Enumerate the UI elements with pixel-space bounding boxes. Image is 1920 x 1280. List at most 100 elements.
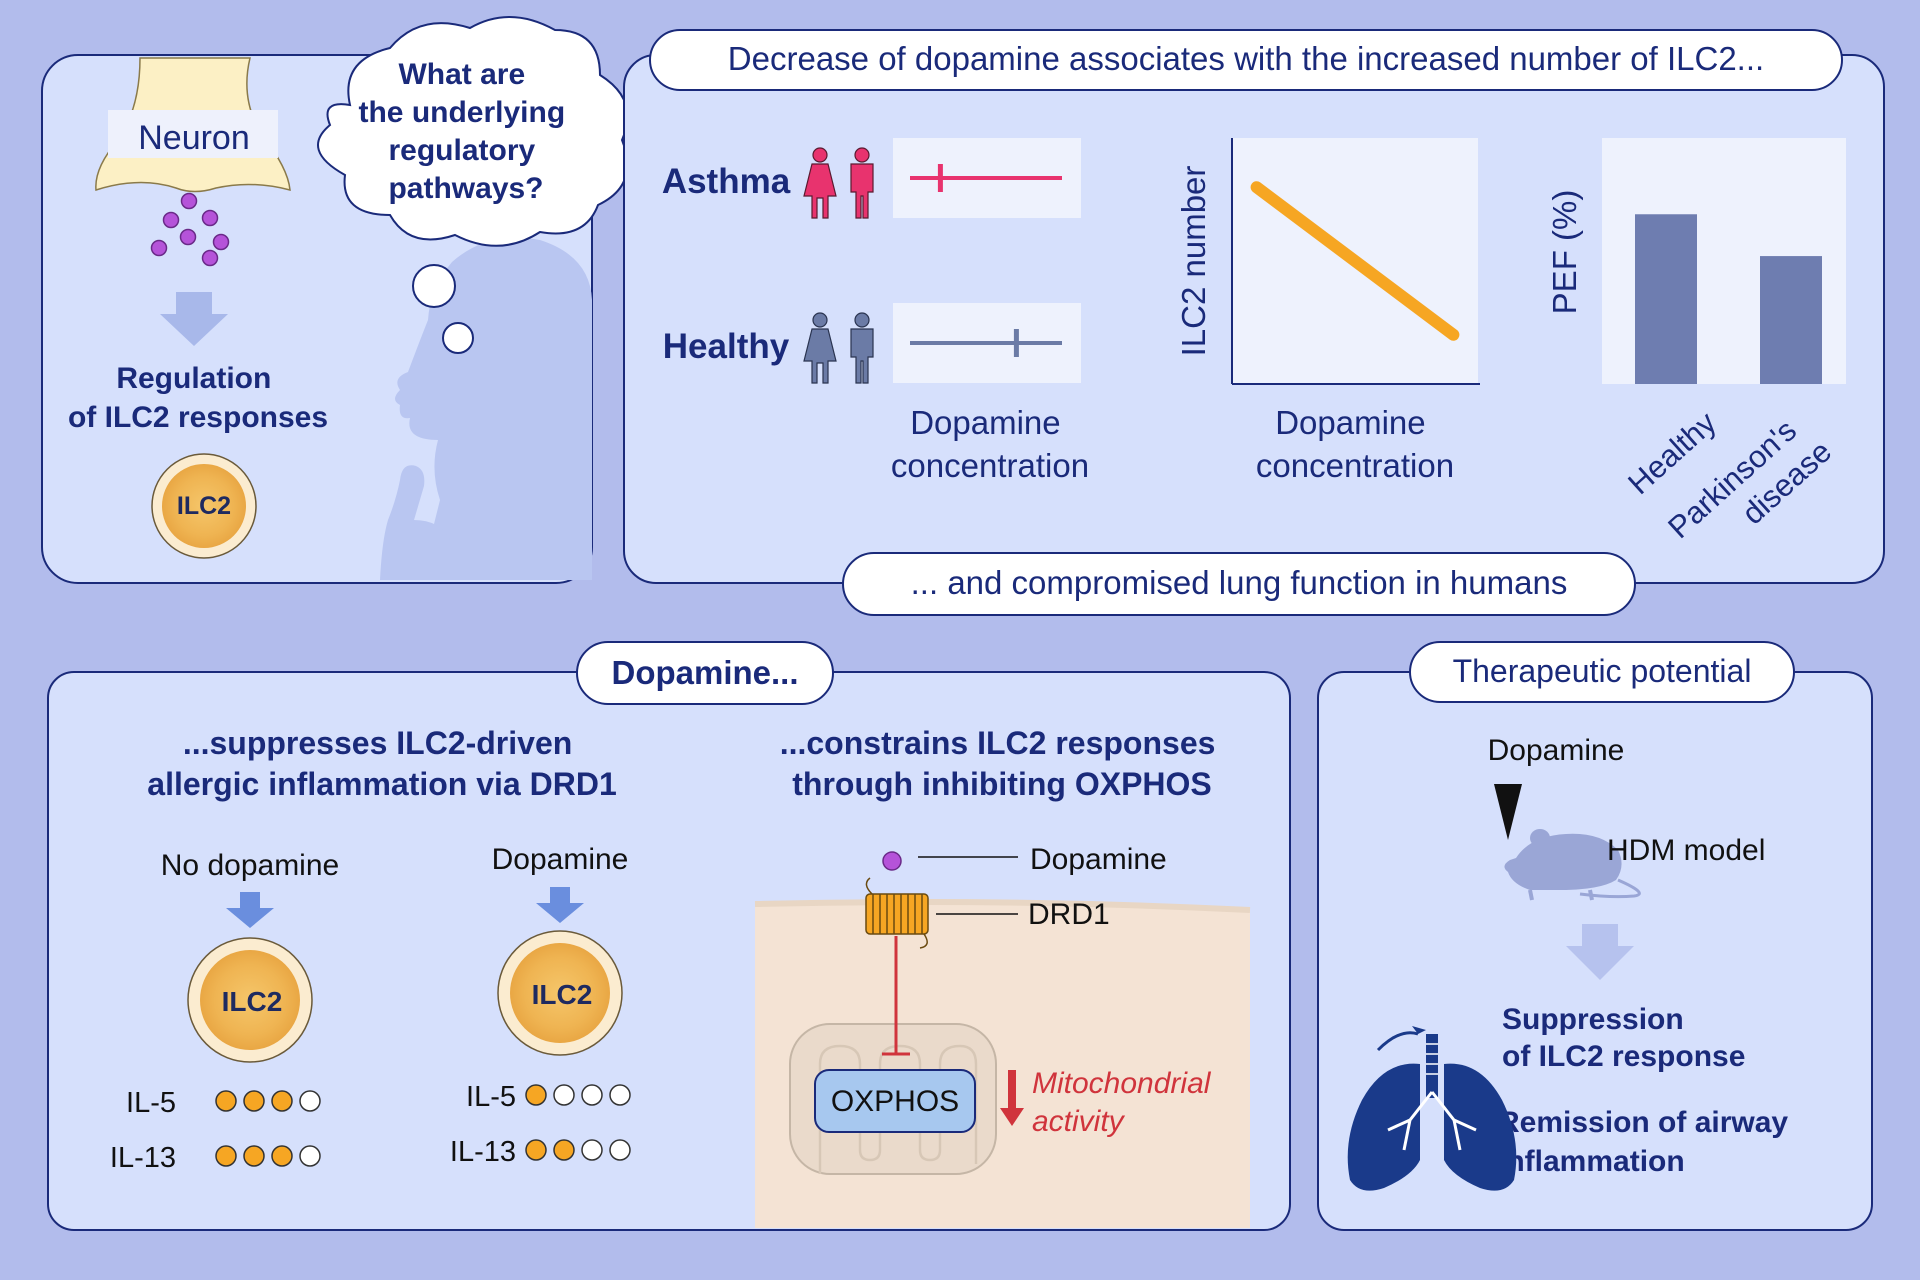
asthma-label: Asthma bbox=[662, 162, 791, 201]
cell-membrane bbox=[754, 899, 1251, 913]
il-dot-filled bbox=[553, 1139, 575, 1161]
regulation-line-1: Regulation bbox=[116, 362, 271, 395]
bottom-footer-pill bbox=[842, 552, 1636, 616]
therapy-dopamine-label: Dopamine bbox=[1488, 734, 1625, 767]
il13-dots-dopamine bbox=[525, 1139, 631, 1161]
il-dot-empty bbox=[581, 1139, 603, 1161]
il5-dots-no-dopamine bbox=[215, 1090, 321, 1112]
no-dopamine-arrow-icon bbox=[226, 892, 274, 928]
therapy-down-arrow-icon bbox=[1566, 924, 1634, 980]
il-dot-empty bbox=[581, 1084, 603, 1106]
top-header-text: Decrease of dopamine associates with the… bbox=[728, 40, 1764, 77]
mito-line-1: Mitochondrial bbox=[1032, 1067, 1212, 1100]
dopamine-header-text: Dopamine... bbox=[611, 654, 798, 691]
female-male-icon-healthy bbox=[803, 312, 874, 384]
question-line-2: the underlying bbox=[358, 96, 565, 129]
remission-text: Remission of airway inflammation bbox=[1498, 1106, 1796, 1178]
oxphos-box bbox=[814, 1069, 976, 1133]
question-line-4: pathways? bbox=[388, 172, 543, 205]
regulation-text: Regulation of ILC2 responses bbox=[68, 362, 328, 434]
forest-xlabel: Dopamine concentration bbox=[891, 404, 1089, 484]
drd1-label: DRD1 bbox=[1028, 898, 1110, 931]
down-arrow-red-icon bbox=[1000, 1070, 1024, 1126]
thought-cloud: What are the underlying regulatory pathw… bbox=[317, 16, 629, 354]
il-dot-filled bbox=[215, 1145, 237, 1167]
top-header-pill bbox=[649, 29, 1843, 91]
female-male-icon-asthma bbox=[803, 147, 874, 219]
il-dot-filled bbox=[243, 1090, 265, 1112]
down-arrow-icon bbox=[160, 292, 228, 346]
ilc2-cell-no-dopamine: ILC2 bbox=[187, 937, 313, 1063]
asthma-forest-mark bbox=[910, 164, 1062, 192]
cell-label: ILC2 bbox=[177, 492, 231, 520]
neuron-label-bg bbox=[108, 110, 278, 158]
il-dot-empty bbox=[609, 1084, 631, 1106]
ilc2-cell-top: ILC2 bbox=[151, 453, 257, 559]
il-dot-filled bbox=[243, 1145, 265, 1167]
right-title-line-2: through inhibiting OXPHOS bbox=[792, 766, 1212, 802]
question-line-1: What are bbox=[398, 58, 525, 91]
dopamine-ligand-dot bbox=[882, 851, 902, 871]
il-dot-empty bbox=[609, 1139, 631, 1161]
drd1-receptor bbox=[865, 877, 929, 949]
no-dopamine-label: No dopamine bbox=[161, 849, 339, 882]
thought-bubble-large bbox=[412, 264, 456, 308]
lungs-icon bbox=[1347, 1026, 1517, 1191]
il-dot-filled bbox=[525, 1139, 547, 1161]
bar-chart-marks bbox=[1635, 214, 1822, 384]
right-title: ...constrains ILC2 responses through inh… bbox=[780, 725, 1225, 802]
line-chart-marks bbox=[1250, 181, 1460, 341]
left-title: ...suppresses ILC2-driven allergic infla… bbox=[147, 725, 616, 802]
line-chart-xlabel: Dopamine concentration bbox=[1256, 404, 1454, 484]
forest-xlabel-line-1: Dopamine bbox=[910, 404, 1060, 441]
footer-text: ... and compromised lung function in hum… bbox=[911, 564, 1568, 601]
mouse-icon bbox=[1504, 829, 1641, 901]
il-dot-filled bbox=[271, 1145, 293, 1167]
hdm-model-label: HDM model bbox=[1607, 834, 1765, 867]
bar-chart-ylabel: PEF (%) bbox=[1546, 190, 1583, 315]
healthy-forest-mark bbox=[910, 329, 1062, 357]
dopamine-ligand-label: Dopamine bbox=[1030, 843, 1167, 876]
il-dot-filled bbox=[525, 1084, 547, 1106]
line-xlabel-line-1: Dopamine bbox=[1275, 404, 1425, 441]
il-dot-empty bbox=[299, 1090, 321, 1112]
question-line-3: regulatory bbox=[388, 134, 535, 167]
panel-human-data: Decrease of dopamine associates with the… bbox=[623, 29, 1885, 616]
line-chart-ylabel: ILC2 number bbox=[1175, 166, 1212, 357]
il13-label-dopamine: IL-13 bbox=[450, 1136, 516, 1168]
dopamine-vesicles bbox=[150, 192, 230, 267]
healthy-label: Healthy bbox=[663, 327, 790, 366]
il-dot-empty bbox=[553, 1084, 575, 1106]
cell-label-no-dopamine: ILC2 bbox=[222, 986, 283, 1017]
regulation-line-2: of ILC2 responses bbox=[68, 401, 328, 434]
therapeutic-header-text: Therapeutic potential bbox=[1453, 653, 1752, 689]
dopamine-header-pill bbox=[576, 641, 834, 705]
bar-healthy bbox=[1635, 214, 1697, 384]
il-dot-filled bbox=[271, 1090, 293, 1112]
remission-line-2: inflammation bbox=[1498, 1145, 1685, 1178]
suppression-line-1: Suppression bbox=[1502, 1003, 1684, 1036]
bar-parkinsons bbox=[1760, 256, 1822, 384]
cell-label-dopamine: ILC2 bbox=[532, 979, 593, 1010]
panel-dopamine-mechanism: Dopamine... ...suppresses ILC2-driven al… bbox=[47, 641, 1291, 1231]
il13-label-no-dopamine: IL-13 bbox=[110, 1142, 176, 1174]
forest-xlabel-line-2: concentration bbox=[891, 447, 1089, 484]
oxphos-label: OXPHOS bbox=[831, 1085, 959, 1118]
left-title-line-1: ...suppresses ILC2-driven bbox=[183, 725, 572, 761]
dopamine-col-arrow-icon bbox=[536, 887, 584, 923]
remission-line-1: Remission of airway bbox=[1498, 1106, 1788, 1139]
mito-activity-text: Mitochondrial activity bbox=[1032, 1067, 1219, 1138]
thought-bubble-small bbox=[442, 322, 474, 354]
line-series-trend bbox=[1250, 181, 1460, 341]
panel-neuron: Neuron Regulation of ILC2 responses ILC2 bbox=[41, 16, 629, 584]
injection-arrow-icon bbox=[1494, 784, 1522, 840]
right-title-line-1: ...constrains ILC2 responses bbox=[780, 725, 1216, 761]
therapeutic-header-pill bbox=[1409, 641, 1795, 703]
il5-label-no-dopamine: IL-5 bbox=[126, 1087, 176, 1119]
dopamine-col-label: Dopamine bbox=[492, 843, 629, 876]
mitochondrion-cristae bbox=[818, 1044, 978, 1174]
il13-dots-no-dopamine bbox=[215, 1145, 321, 1167]
left-title-line-2: allergic inflammation via DRD1 bbox=[147, 766, 616, 802]
suppression-line-2: of ILC2 response bbox=[1502, 1040, 1745, 1073]
il-dot-filled bbox=[215, 1090, 237, 1112]
